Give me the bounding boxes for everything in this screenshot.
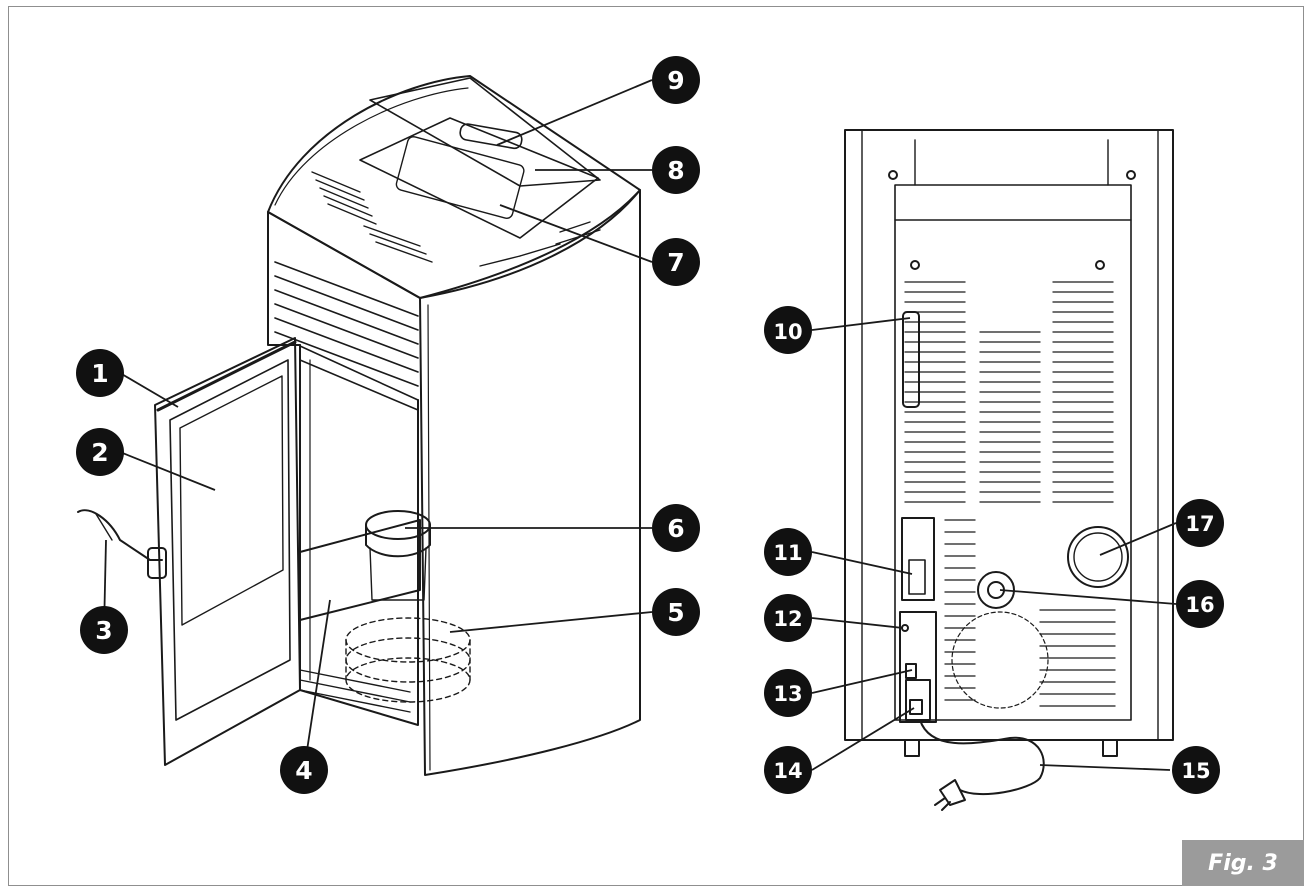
callout-2: 2 [76,428,124,476]
callout-10: 10 [764,306,812,354]
callout-8-number: 8 [667,156,684,185]
callout-16-number: 16 [1185,593,1214,617]
callout-2-number: 2 [91,438,108,467]
figure-caption: Fig. 3 [1182,840,1304,886]
leader-lines [103,79,1177,771]
figure-frame [8,6,1304,886]
callout-17: 17 [1176,499,1224,547]
callout-1: 1 [76,349,124,397]
callout-7: 7 [652,238,700,286]
callout-12: 12 [764,594,812,642]
callout-4: 4 [280,746,328,794]
callout-11: 11 [764,528,812,576]
callout-3: 3 [80,606,128,654]
callout-14: 14 [764,746,812,794]
callout-3-number: 3 [95,616,112,645]
callout-8: 8 [652,146,700,194]
callout-9-number: 9 [667,66,684,95]
callout-12-number: 12 [773,607,802,631]
stove-front-view [77,75,641,776]
callout-7-number: 7 [667,248,684,277]
callout-5: 5 [652,588,700,636]
callout-15: 15 [1172,746,1220,794]
callout-11-number: 11 [773,541,802,565]
callout-6: 6 [652,504,700,552]
callout-13: 13 [764,669,812,717]
callout-15-number: 15 [1181,759,1210,783]
callout-5-number: 5 [667,598,684,627]
callout-1-number: 1 [91,359,108,388]
stove-rear-view [844,129,1174,811]
callout-16: 16 [1176,580,1224,628]
callout-9: 9 [652,56,700,104]
callout-17-number: 17 [1185,512,1214,536]
callout-10-number: 10 [773,320,802,344]
callout-4-number: 4 [295,756,312,785]
callout-14-number: 14 [773,759,802,783]
callout-6-number: 6 [667,514,684,543]
callout-13-number: 13 [773,682,802,706]
